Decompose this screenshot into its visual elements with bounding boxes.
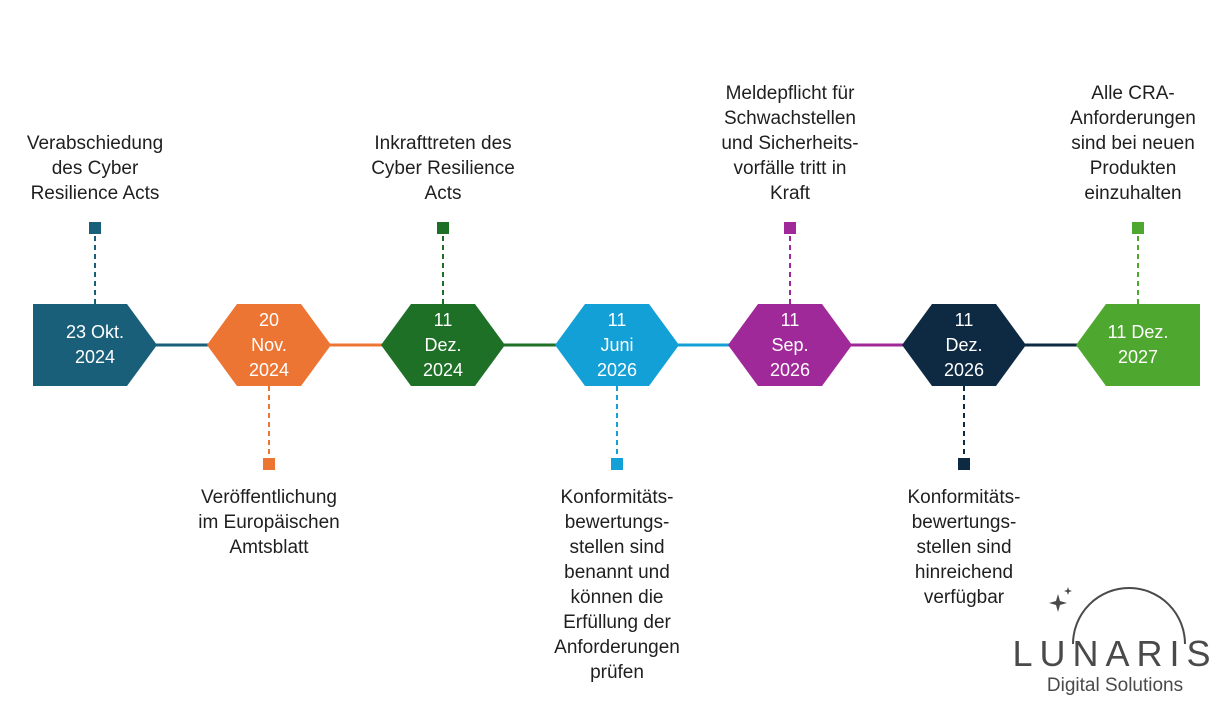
marker-square-3 [437,222,449,234]
milestone-shape-7 [1076,304,1200,386]
milestone-date-1: 23 Okt.2024 [65,322,125,367]
marker-square-1 [89,222,101,234]
logo-tagline: Digital Solutions [1046,675,1184,696]
milestone-date-7: 11 Dez.2027 [1107,322,1169,367]
sparkle-icon [1049,594,1067,612]
logo-arc [1072,587,1186,645]
milestone-shape-2 [207,304,331,386]
logo-mark [1049,587,1186,645]
marker-square-6 [958,458,970,470]
sparkle-small-icon [1064,587,1072,595]
marker-square-7 [1132,222,1144,234]
milestone-shapes [33,304,1200,386]
milestone-shape-1 [33,304,157,386]
logo-wordmark: LUNARIS [1012,633,1218,674]
milestone-shape-3 [381,304,505,386]
marker-square-2 [263,458,275,470]
milestone-shape-5 [728,304,852,386]
dashed-stems [89,222,1144,470]
marker-square-5 [784,222,796,234]
milestone-shape-4 [555,304,679,386]
milestone-shape-6 [902,304,1026,386]
marker-square-4 [611,458,623,470]
